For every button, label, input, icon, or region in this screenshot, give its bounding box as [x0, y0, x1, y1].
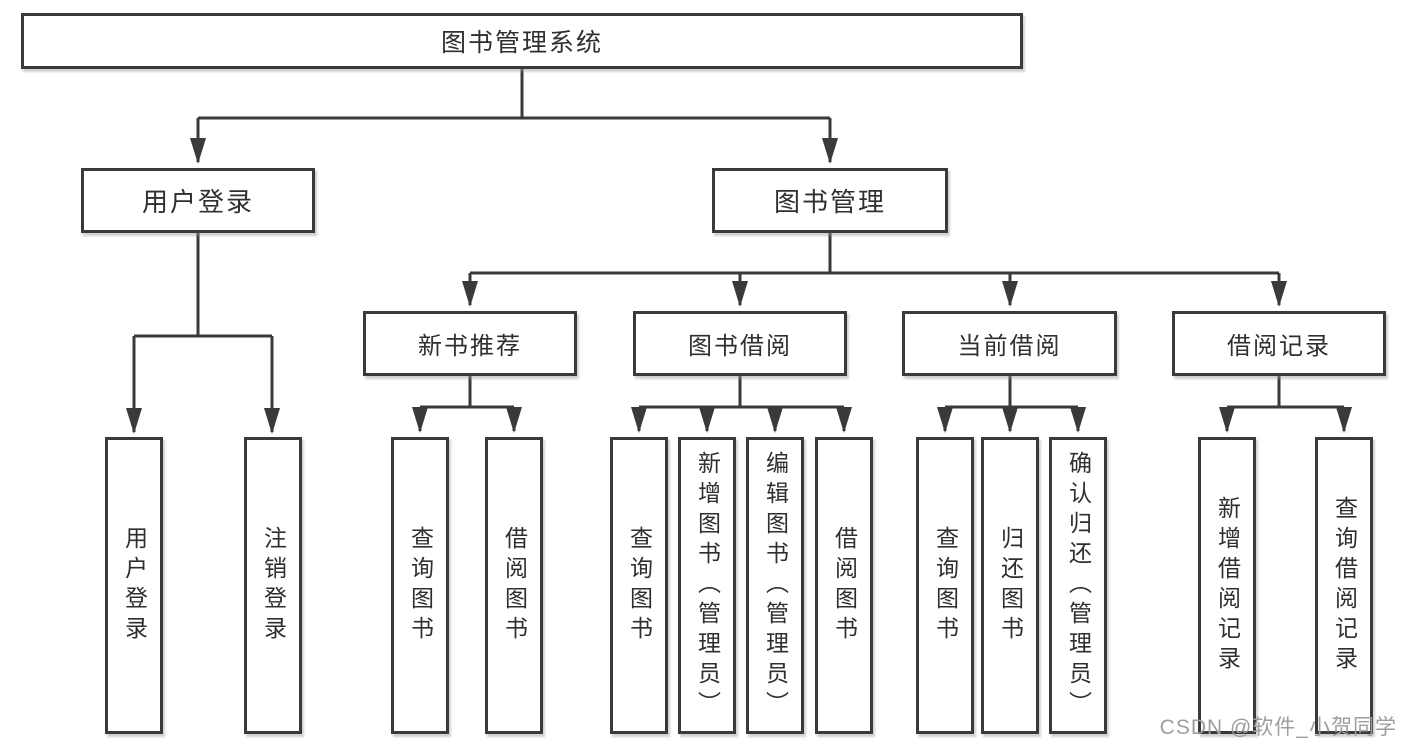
- node-label: 新书推荐: [418, 333, 522, 360]
- node-book-borrowing: 图书借阅: [633, 311, 847, 376]
- leaf-edit-book-admin: 编辑图书（管理员）: [746, 437, 804, 734]
- node-new-book-recommend: 新书推荐: [363, 311, 577, 376]
- node-label: 新增图书（管理员）: [694, 450, 721, 721]
- node-label: 查询图书: [407, 525, 434, 646]
- node-library-management-system: 图书管理系统: [21, 13, 1023, 69]
- node-label: 确认归还（管理员）: [1065, 450, 1092, 721]
- connector-borrowing-records-children: [1219, 376, 1352, 433]
- node-label: 借阅图书: [501, 525, 528, 646]
- connector-new-book-recommend-children: [412, 376, 522, 433]
- leaf-confirm-return-admin: 确认归还（管理员）: [1049, 437, 1107, 734]
- node-label: 查询借阅记录: [1331, 495, 1358, 676]
- node-label: 查询图书: [626, 525, 653, 646]
- connector-book-borrowing-children: [631, 376, 852, 433]
- node-label: 编辑图书（管理员）: [762, 450, 789, 721]
- leaf-add-borrow-record: 新增借阅记录: [1198, 437, 1256, 734]
- node-current-borrowing: 当前借阅: [902, 311, 1117, 376]
- leaf-logout: 注销登录: [244, 437, 302, 734]
- node-label: 查询图书: [932, 525, 959, 646]
- node-label: 当前借阅: [957, 333, 1062, 360]
- node-label: 借阅图书: [831, 525, 858, 646]
- leaf-borrow-books-recommend: 借阅图书: [485, 437, 543, 734]
- leaf-query-books-recommend: 查询图书: [391, 437, 449, 734]
- connector-book-management-children: [462, 233, 1287, 307]
- connector-current-borrowing-children: [937, 376, 1086, 433]
- node-label: 用户登录: [121, 525, 148, 646]
- leaf-query-books-current: 查询图书: [916, 437, 974, 734]
- leaf-add-book-admin: 新增图书（管理员）: [678, 437, 736, 734]
- node-label: 图书管理系统: [440, 29, 603, 57]
- node-label: 新增借阅记录: [1214, 495, 1241, 676]
- node-label: 归还图书: [997, 525, 1024, 646]
- node-label: 注销登录: [260, 525, 287, 646]
- leaf-user-login: 用户登录: [105, 437, 163, 734]
- leaf-query-books-borrowing: 查询图书: [610, 437, 668, 734]
- node-label: 图书管理: [773, 187, 886, 217]
- connector-root-to-level2: [190, 69, 838, 164]
- leaf-query-borrow-record: 查询借阅记录: [1315, 437, 1373, 734]
- node-book-management: 图书管理: [712, 168, 948, 233]
- connector-user-login-children: [126, 233, 280, 434]
- node-label: 图书借阅: [688, 333, 792, 360]
- leaf-borrow-books-borrowing: 借阅图书: [815, 437, 873, 734]
- node-borrowing-records: 借阅记录: [1172, 311, 1386, 376]
- watermark-text: CSDN @软件_小贺同学: [1159, 716, 1397, 739]
- leaf-return-books: 归还图书: [981, 437, 1039, 734]
- node-user-login: 用户登录: [81, 168, 315, 233]
- node-label: 借阅记录: [1227, 333, 1331, 360]
- node-label: 用户登录: [141, 187, 254, 217]
